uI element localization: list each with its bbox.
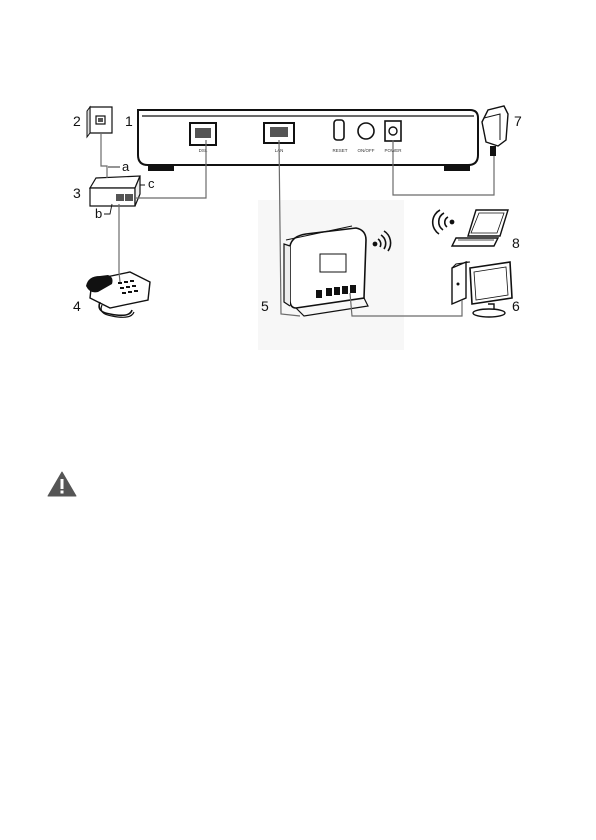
connection-diagram: DSL LAN RESET ON/OFF POWER [0,0,596,360]
callout-8: 8 [512,235,520,251]
callout-7: 7 [514,113,522,129]
callout-2: 2 [73,113,81,129]
reset-label: RESET [332,148,347,153]
callout-5: 5 [261,298,269,314]
callout-a: a [122,159,130,174]
laptop [452,210,508,246]
splitter [90,176,140,206]
laptop-wifi-icon [433,210,454,234]
callout-b: b [95,206,102,221]
router-back-panel: DSL LAN RESET ON/OFF POWER [138,110,478,171]
callout-1: 1 [125,113,133,129]
warning-icon [47,471,77,497]
callout-4: 4 [73,298,81,314]
callout-c: c [148,176,155,191]
onoff-label: ON/OFF [358,148,375,153]
telephone [86,272,150,317]
callout-6: 6 [512,298,520,314]
callout-3: 3 [73,185,81,201]
desktop-computer [452,262,512,317]
power-adapter [482,106,508,156]
wall-phone-jack [87,107,112,137]
